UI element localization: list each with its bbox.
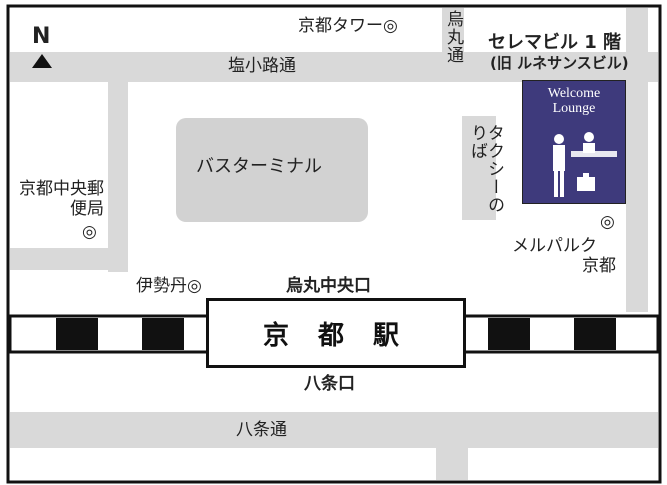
taxi-stand-label: タクシーのりば bbox=[467, 124, 504, 214]
kyoto-station-box: 京 都 駅 bbox=[206, 298, 466, 368]
north-road-label: 塩小路通 bbox=[228, 56, 296, 76]
destination-old-name-label: (旧 ルネサンスビル) bbox=[490, 54, 629, 72]
north-arrow-icon bbox=[32, 54, 52, 68]
meruparuku-mark: ◎ bbox=[600, 212, 615, 232]
south-road-label: 八条通 bbox=[236, 420, 287, 440]
left-street bbox=[108, 82, 128, 272]
station-name: 京 都 駅 bbox=[262, 320, 410, 351]
rail-segment bbox=[488, 318, 530, 350]
bus-terminal-label: バスターミナル bbox=[196, 156, 322, 177]
welcome-lounge-line2: Lounge bbox=[552, 100, 596, 116]
north-exit-label: 烏丸中央口 bbox=[286, 276, 371, 296]
bus-terminal-block bbox=[176, 118, 368, 222]
welcome-lounge-line1: Welcome bbox=[547, 86, 601, 101]
post-office-label: 京都中央郵便局 bbox=[19, 179, 104, 219]
karasuma-road-south bbox=[436, 448, 468, 480]
karasuma-road-north bbox=[442, 8, 464, 82]
isetan-label: 伊勢丹◎ bbox=[136, 276, 202, 296]
left-lower-street bbox=[10, 248, 128, 270]
rail-segment bbox=[574, 318, 616, 350]
kyoto-tower-label: 京都タワー◎ bbox=[298, 16, 398, 36]
meruparuku-label-line1: メルパルク bbox=[512, 236, 597, 256]
destination-building-label: セレマビル 1 階 bbox=[488, 32, 622, 53]
welcome-lounge-title: Welcome Lounge bbox=[523, 86, 625, 116]
welcome-lounge-sign: Welcome Lounge bbox=[522, 80, 626, 204]
rail-segment bbox=[56, 318, 98, 350]
rail-segment bbox=[142, 318, 184, 350]
north-road bbox=[10, 52, 658, 82]
compass-north-label: N bbox=[32, 24, 51, 49]
right-street bbox=[626, 8, 648, 312]
lounge-figures-icon bbox=[553, 132, 617, 197]
taxi-stand-area bbox=[462, 116, 496, 220]
post-office-mark: ◎ bbox=[82, 222, 97, 242]
meruparuku-label-line2: 京都 bbox=[582, 256, 616, 276]
south-exit-label: 八条口 bbox=[304, 374, 355, 394]
south-road bbox=[10, 412, 658, 448]
karasuma-road-label: 烏丸通 bbox=[443, 10, 463, 64]
